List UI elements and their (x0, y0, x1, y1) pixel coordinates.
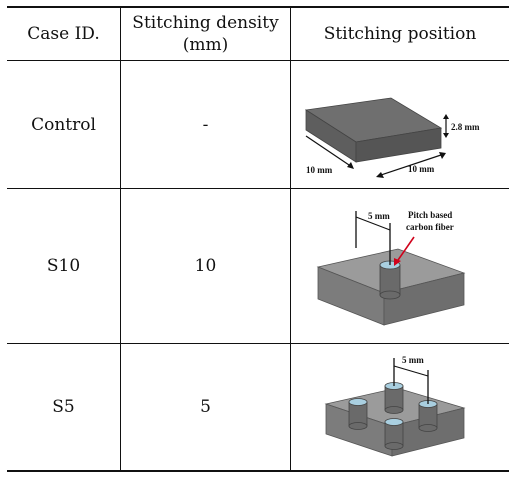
dim-width-left-label: 10 mm (306, 165, 333, 175)
column-divider (290, 6, 291, 472)
fiber-annotation-line2: carbon fiber (406, 222, 454, 232)
fiber-front (384, 418, 404, 450)
density-s5: 5 (200, 397, 211, 417)
fiber-back (384, 382, 404, 414)
fiber-annotation-line1: Pitch based (408, 210, 452, 220)
table-bottom-rule (7, 470, 509, 472)
header-density-line2: (mm) (182, 35, 229, 55)
row-divider (7, 343, 509, 344)
header-stitching-position: Stitching position (323, 24, 477, 44)
header-stitching-density: Stitching density (mm) (121, 8, 290, 60)
table-top-rule (7, 6, 509, 8)
fiber-right (418, 400, 438, 432)
row-divider (7, 188, 509, 189)
case-id-s10: S10 (46, 256, 81, 276)
header-case-id: Case ID. (27, 24, 100, 44)
control-block-figure: 2.8 mm 10 mm 10 mm (304, 97, 480, 178)
column-divider (120, 6, 121, 472)
fiber-left (348, 398, 368, 430)
stitching-table: Case ID. Stitching density (mm) Stitchin… (7, 6, 509, 472)
dim-width-right-label: 10 mm (408, 164, 435, 174)
dim-height-label: 2.8 mm (451, 122, 480, 132)
s5-block-figure: 5 mm (324, 355, 466, 457)
case-id-control: Control (31, 114, 96, 135)
density-control: - (202, 114, 209, 135)
s10-block-figure: 5 mm Pitch based carbon fiber (316, 210, 466, 326)
header-bottom-rule (7, 60, 509, 61)
dim-pitch-label-s5: 5 mm (402, 355, 424, 365)
dim-pitch-label-s10: 5 mm (368, 211, 390, 221)
header-density-line1: Stitching density (132, 13, 279, 33)
case-id-s5: S5 (52, 397, 75, 417)
density-s10: 10 (194, 256, 217, 276)
